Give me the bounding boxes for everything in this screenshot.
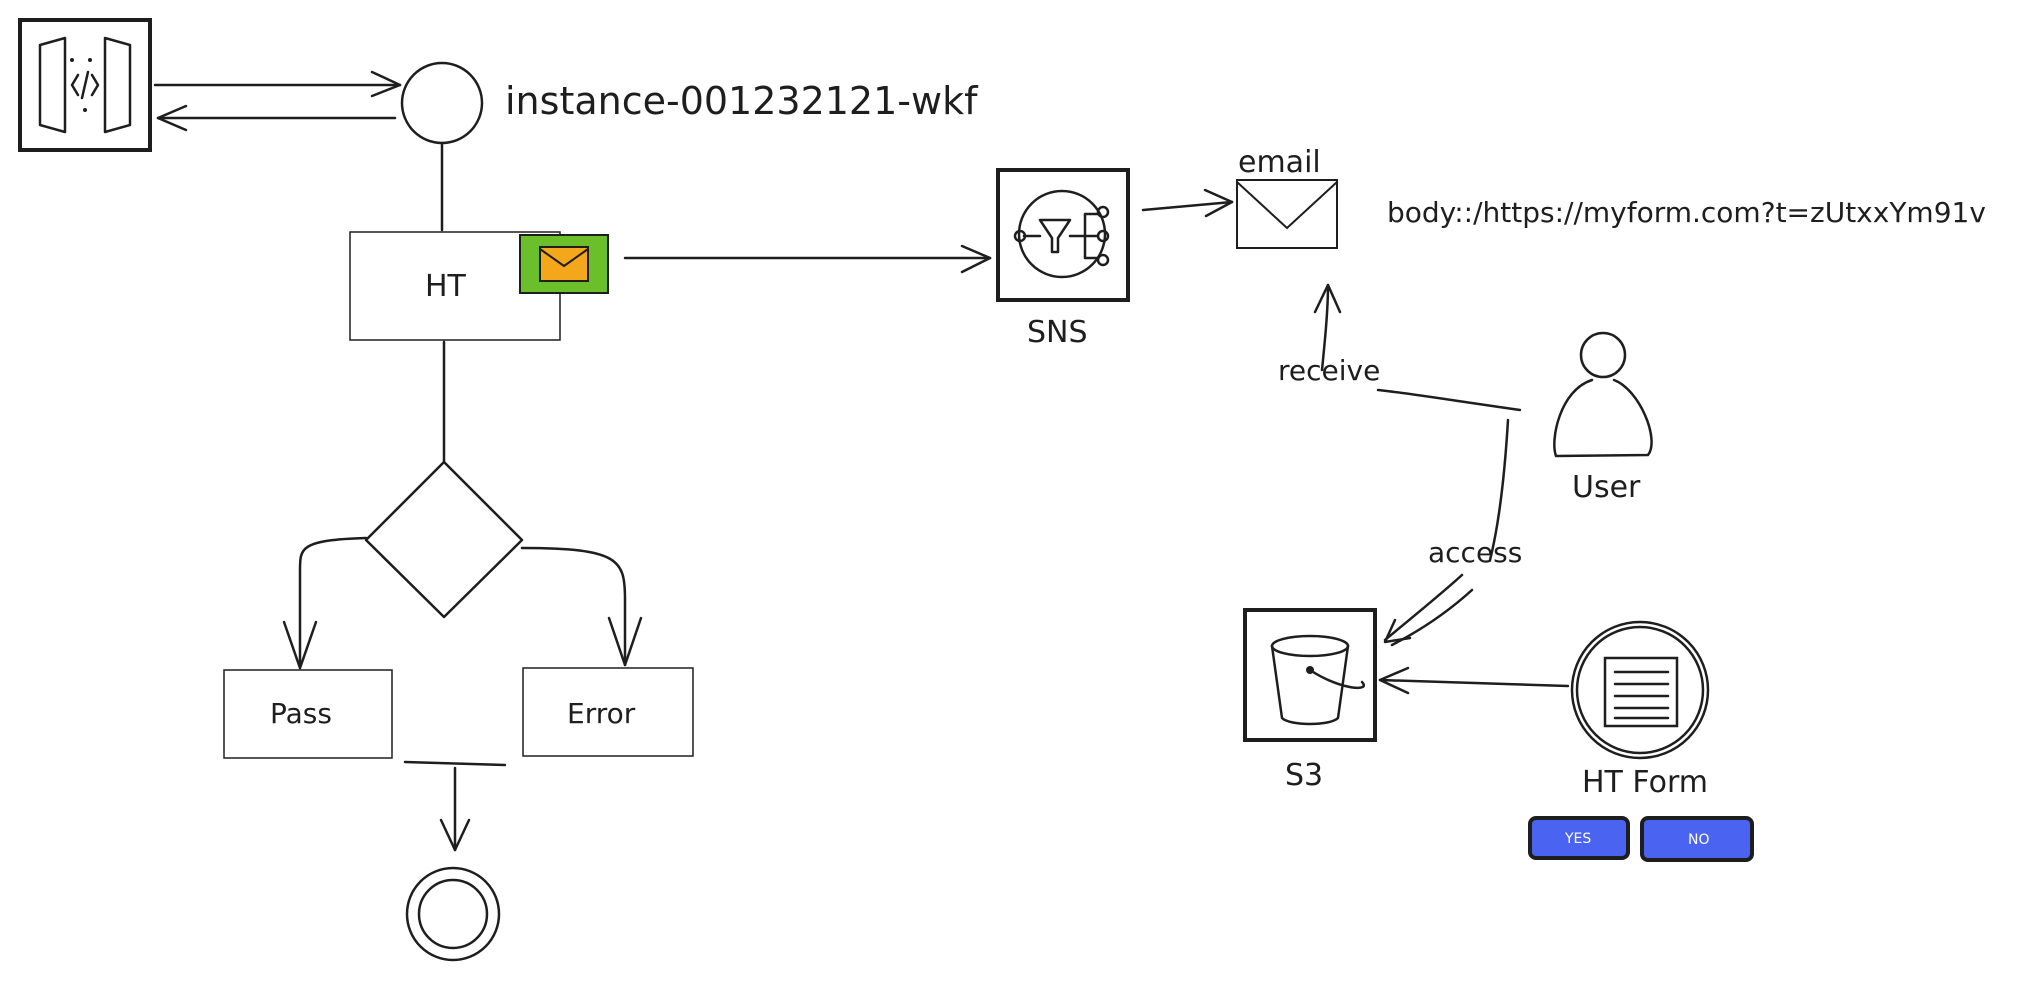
decision-to-pass-arrow — [282, 536, 368, 670]
ht-form-node[interactable]: HT Form — [1570, 620, 1710, 800]
error-node[interactable]: Error — [522, 667, 694, 757]
instance-label: instance-001232121-wkf — [505, 79, 979, 123]
sns-label: SNS — [1027, 315, 1088, 350]
api-gateway-icon — [38, 36, 132, 134]
s3-bucket-icon — [1270, 634, 1366, 726]
api-gateway-node[interactable] — [18, 18, 152, 152]
user-to-email-receive-arrow: receive — [1278, 283, 1522, 412]
gateway-to-instance-arrow — [153, 70, 402, 98]
document-icon — [1603, 656, 1679, 728]
user-label: User — [1572, 470, 1641, 505]
sns-node[interactable]: SNS — [996, 168, 1130, 350]
access-label: access — [1428, 536, 1522, 569]
mail-badge-icon — [519, 234, 609, 294]
decision-to-error-arrow — [520, 546, 643, 667]
form-to-s3-arrow — [1378, 666, 1570, 695]
user-node[interactable]: User — [1553, 331, 1653, 505]
error-label: Error — [567, 697, 636, 730]
user-icon — [1553, 331, 1653, 458]
user-to-s3-access-arrow: access — [1383, 418, 1522, 647]
ht-form-label: HT Form — [1582, 765, 1708, 800]
ht-to-sns-arrow — [623, 244, 992, 274]
sns-topic-icon — [1013, 189, 1110, 279]
decision-node[interactable] — [364, 460, 524, 619]
yes-button[interactable]: YES — [1528, 816, 1630, 860]
email-label: email — [1238, 145, 1321, 180]
join-bar — [403, 760, 507, 767]
pass-node[interactable]: Pass — [223, 669, 393, 759]
yes-button-label: YES — [1564, 831, 1591, 847]
s3-label: S3 — [1285, 758, 1323, 793]
sns-to-email-arrow — [1141, 188, 1234, 218]
envelope-icon — [1236, 179, 1338, 249]
email-body-text: body::/https://myform.com?t=zUtxxYm91v — [1387, 196, 1986, 229]
end-node[interactable] — [405, 866, 501, 962]
pass-label: Pass — [270, 697, 332, 730]
start-node[interactable] — [400, 61, 484, 145]
join-to-end-arrow — [439, 766, 471, 852]
receive-label: receive — [1278, 354, 1380, 387]
instance-to-gateway-arrow — [156, 104, 397, 132]
email-node[interactable]: email — [1236, 145, 1338, 249]
s3-node[interactable]: S3 — [1243, 608, 1377, 793]
no-button-label: NO — [1688, 832, 1710, 848]
ht-task-label: HT — [425, 269, 467, 304]
no-button[interactable]: NO — [1640, 816, 1754, 862]
